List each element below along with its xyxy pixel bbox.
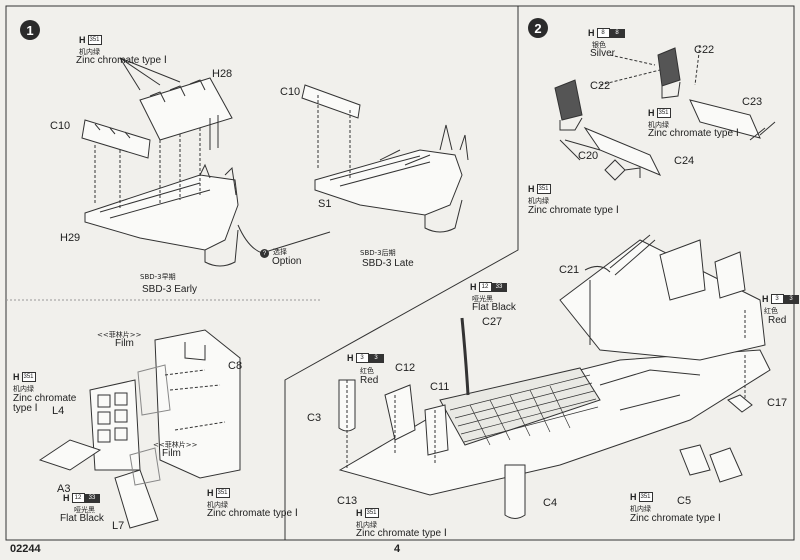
paint-chip-zinc-left: H 351 — [13, 372, 36, 382]
option-en: Option — [272, 256, 302, 267]
cockpit-floor — [338, 234, 771, 519]
part-c10-right: C10 — [280, 86, 301, 98]
paint-chip-zinc-right: H 351 — [207, 488, 230, 498]
paint-step2-mid-en: Zinc chromate type Ⅰ — [648, 128, 739, 139]
part-c5: C5 — [677, 495, 692, 507]
c10-left-part — [81, 119, 151, 159]
panel-divider — [284, 6, 519, 540]
film-top-en: Film — [115, 338, 134, 349]
paint-en-top: Zinc chromate type Ⅰ — [76, 55, 167, 66]
film-mid-en: Film — [162, 448, 181, 459]
paint-step3-flat-cn: 哑光黑 — [472, 295, 493, 303]
part-c22-a: C22 — [590, 80, 611, 92]
paint-flat-left-cn: 哑光黑 — [74, 506, 95, 514]
paint-chip-zinc-step3-left: H 351 — [356, 508, 379, 518]
c12-part — [384, 384, 416, 441]
paint-red-left-en: Red — [360, 375, 379, 386]
part-h28: H28 — [212, 68, 233, 80]
c5-part — [679, 444, 743, 483]
part-c27: C27 — [482, 316, 503, 328]
paint-chip-red-left: H 3 3 — [347, 353, 384, 363]
part-a3: A3 — [57, 483, 71, 495]
paint-red-left-cn: 红色 — [360, 367, 374, 375]
page-number: 4 — [394, 543, 401, 555]
late-en: SBD-3 Late — [362, 258, 414, 269]
paint-silver-en: Silver — [590, 48, 616, 59]
paint-left-cn: 机内绿 — [13, 385, 34, 393]
option-leader — [237, 224, 331, 254]
paint-step2-low-en: Zinc chromate type Ⅰ — [528, 205, 619, 216]
paint-flat-left-en: Flat Black — [60, 513, 104, 524]
option-cn: 选择 — [273, 248, 287, 256]
step-1-number: 1 — [20, 20, 40, 40]
paint-right-cn: 机内绿 — [207, 501, 228, 509]
instrument-panel — [38, 329, 241, 529]
paint-step3-right-cn: 机内绿 — [630, 505, 651, 513]
part-c24: C24 — [674, 155, 695, 167]
h28-part — [139, 77, 233, 141]
c17-part — [727, 394, 753, 413]
early-en: SBD-3 Early — [142, 284, 198, 295]
paint-step2-mid-cn: 机内绿 — [648, 121, 669, 129]
floor-late — [301, 84, 469, 233]
late-cn: SBD-3后期 — [360, 249, 396, 257]
part-c13: C13 — [337, 495, 358, 507]
c4-part — [504, 464, 526, 519]
part-c11: C11 — [430, 381, 450, 393]
paint-silver-cn: 银色 — [592, 41, 606, 49]
film-top-cn: <<菲林片>> — [97, 331, 142, 339]
film-mid-part — [129, 447, 161, 486]
part-h29: H29 — [60, 232, 81, 244]
part-c17: C17 — [767, 397, 788, 409]
step-2-number: 2 — [528, 18, 548, 38]
part-c21: C21 — [559, 264, 580, 276]
paint-chip-red-right: H 3 3 — [762, 294, 799, 304]
paint-chip-flat-black-left: H 12 33 — [63, 493, 100, 503]
paint-step3-right-en: Zinc chromate type Ⅰ — [630, 513, 721, 524]
part-c12: C12 — [395, 362, 416, 374]
kit-code: 02244 — [10, 543, 41, 555]
part-c20: C20 — [578, 150, 599, 162]
paint-red-right-en: Red — [768, 315, 787, 326]
part-l4: L4 — [52, 405, 65, 417]
paint-left-en2: type Ⅰ — [13, 403, 38, 414]
part-s1: S1 — [318, 198, 332, 210]
film-mid-cn: <<菲林片>> — [153, 441, 198, 449]
paint-right-en: Zinc chromate type Ⅰ — [207, 508, 298, 519]
paint-chip-zinc-step2-mid: H 351 — [648, 108, 671, 118]
film-top-part — [137, 364, 171, 416]
part-l7: L7 — [112, 520, 125, 532]
option-icon: ? — [260, 249, 269, 258]
part-c3: C3 — [307, 412, 322, 424]
c11-part — [424, 404, 449, 456]
paint-chip-zinc-step3-right: H 351 — [630, 492, 653, 502]
paint-step3-left-en: Zinc chromate type Ⅰ — [356, 528, 447, 539]
paint-left-en1: Zinc chromate — [13, 393, 77, 404]
page-border — [5, 5, 795, 541]
paint-step2-low-cn: 机内绿 — [528, 197, 549, 205]
paint-chip-silver: H 8 8 — [588, 28, 625, 38]
part-c22-b: C22 — [694, 44, 715, 56]
c10-right-part — [301, 84, 361, 119]
part-c23: C23 — [742, 96, 763, 108]
paint-cn-top: 机内绿 — [79, 48, 100, 56]
part-c4: C4 — [543, 497, 558, 509]
floor-early — [81, 57, 239, 267]
paint-step3-left-cn: 机内绿 — [356, 521, 377, 529]
paint-step3-flat-en: Flat Black — [472, 302, 516, 313]
paint-red-right-cn: 红色 — [764, 307, 778, 315]
part-c10-left: C10 — [50, 120, 71, 132]
early-cn: SBD-3早期 — [140, 273, 176, 281]
seat-assembly — [554, 44, 776, 181]
l4-part — [38, 439, 102, 471]
paint-chip-zinc-step2-low: H 351 — [528, 184, 551, 194]
paint-chip-flat-black-step3: H 12 33 — [470, 282, 507, 292]
part-c8: C8 — [228, 360, 243, 372]
l7-part — [114, 469, 159, 529]
c27-part — [460, 317, 470, 396]
paint-chip-zinc-top: H 351 — [79, 35, 102, 45]
